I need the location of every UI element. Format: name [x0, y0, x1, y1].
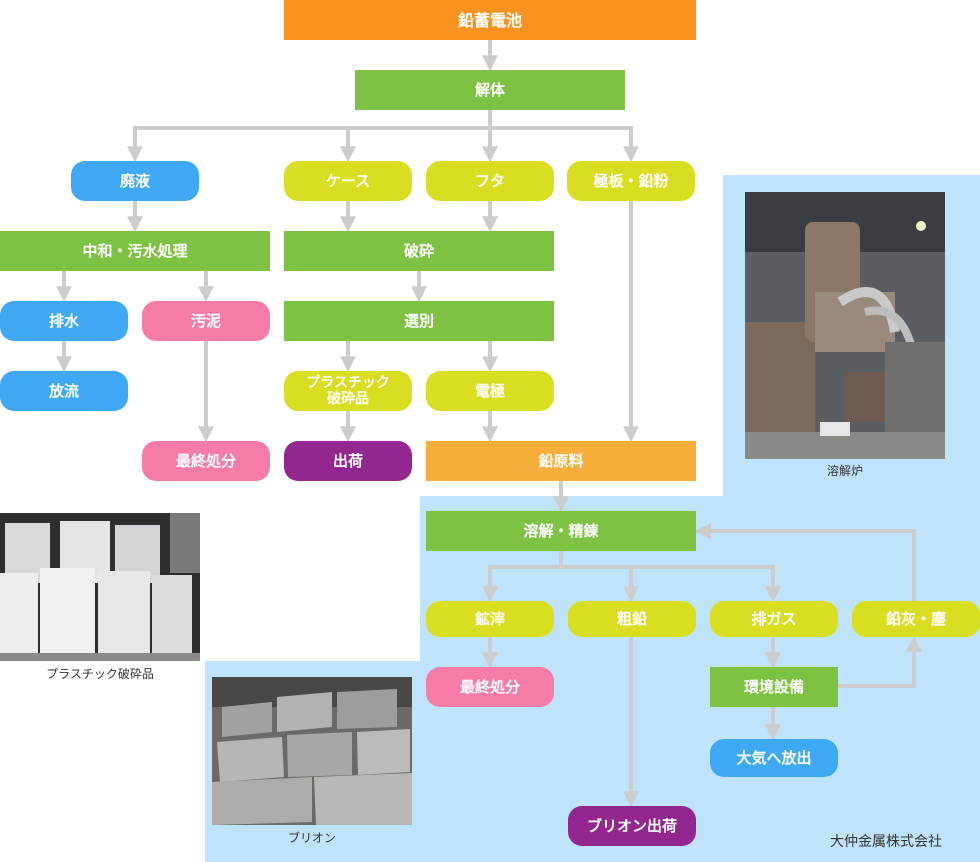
plastic-crushed-label-line1: プラスチック	[306, 375, 390, 391]
lead-battery-title: 鉛蓄電池	[284, 0, 696, 40]
electrode-node: 電極	[426, 371, 554, 411]
company-name: 大仲金属株式会社	[830, 834, 942, 850]
melting-furnace-photo	[745, 192, 945, 459]
plastic-crushed-caption: プラスチック破砕品	[46, 667, 154, 681]
waste-liquid-node: 廃液	[71, 161, 199, 201]
exhaust-gas-node: 排ガス	[710, 601, 838, 637]
lead-ash-dust-node: 鉛灰・塵	[852, 601, 980, 637]
melting-refining-step: 溶解・精錬	[426, 511, 696, 551]
shipment-node: 出荷	[284, 441, 412, 481]
drainage-node: 排水	[0, 301, 128, 341]
neutralization-wastewater-step: 中和・汚水処理	[0, 231, 270, 271]
plastic-crushed-node: プラスチック 破砕品	[284, 371, 412, 411]
plastic-crushed-photo	[0, 513, 200, 661]
melting-furnace-caption: 溶解炉	[826, 464, 863, 478]
bullion-shipment-node: ブリオン出荷	[568, 806, 696, 846]
dismantling-step: 解体	[355, 70, 625, 110]
crushing-step: 破砕	[284, 231, 554, 271]
lead-raw-material-node: 鉛原料	[426, 441, 696, 481]
bullion-caption: ブリオン	[287, 831, 336, 845]
environmental-equipment-step: 環境設備	[710, 667, 838, 707]
lid-node: フタ	[426, 161, 554, 201]
case-node: ケース	[284, 161, 412, 201]
slag-node: 鉱滓	[426, 601, 554, 637]
plates-lead-powder-node: 極板・鉛粉	[567, 161, 695, 201]
final-disposal-node-2: 最終処分	[426, 667, 554, 707]
release-to-atmosphere-node: 大気へ放出	[710, 739, 838, 777]
sorting-step: 選別	[284, 301, 554, 341]
bullion-photo	[212, 677, 412, 825]
discharge-node: 放流	[0, 371, 128, 411]
crude-lead-node: 粗鉛	[568, 601, 696, 637]
plastic-crushed-label-line2: 破砕品	[327, 391, 369, 407]
final-disposal-node: 最終処分	[142, 441, 270, 481]
sludge-node: 汚泥	[142, 301, 270, 341]
